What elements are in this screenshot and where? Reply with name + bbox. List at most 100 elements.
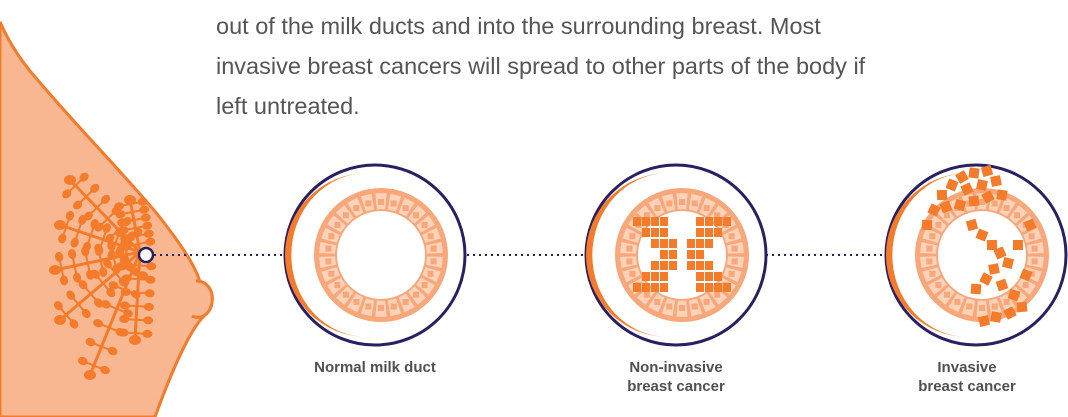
duct-tile-dot <box>325 245 332 252</box>
lobule <box>81 308 91 319</box>
duct-tile-dot <box>328 233 335 240</box>
duct-tile-dot <box>365 303 372 310</box>
cancer-cell <box>714 228 722 237</box>
lobule <box>139 205 150 214</box>
invasive-cell <box>945 178 959 192</box>
lobule <box>81 246 90 257</box>
duct-tile-dot <box>1031 258 1038 265</box>
lobule <box>114 202 124 211</box>
lobule <box>143 316 154 325</box>
duct-tile-dot <box>966 303 973 310</box>
duct-tile-dot <box>430 258 437 265</box>
cancer-cell <box>705 272 713 281</box>
duct-tile-dot <box>378 305 384 311</box>
duct-tile-dot <box>342 291 349 298</box>
duct-tile-dot <box>929 270 936 277</box>
duct-tile-dot <box>402 298 409 305</box>
lobule <box>143 302 154 311</box>
duct-tile-dot <box>328 270 335 277</box>
cancer-cell <box>660 272 668 281</box>
cancer-cell <box>705 239 713 248</box>
cancer-cell <box>714 272 722 281</box>
lobule <box>138 271 149 280</box>
caption-line: breast cancer <box>918 378 1016 395</box>
lobule <box>146 262 157 271</box>
lobule <box>107 240 116 251</box>
duct-tile-dot <box>1003 205 1010 212</box>
duct-tile-dot <box>365 200 372 207</box>
lobule <box>120 234 131 243</box>
lobule <box>99 267 108 278</box>
duct-tile-dot <box>413 291 420 298</box>
lobule <box>120 287 131 296</box>
lobule <box>115 248 125 258</box>
invasive-cell <box>990 175 1002 187</box>
duct-tile-dot <box>325 258 332 265</box>
lobule <box>118 226 129 235</box>
cancer-cell <box>687 261 695 270</box>
lobule <box>117 218 128 227</box>
lobule <box>106 287 116 298</box>
duct-tile-dot <box>991 200 998 207</box>
cancer-cell <box>651 272 659 281</box>
lobule <box>142 329 153 338</box>
duct-tile-dot <box>703 205 710 212</box>
duct-lumen <box>337 211 425 299</box>
duct-tile-dot <box>679 199 685 205</box>
invasive-cell <box>988 263 1000 275</box>
lobule <box>143 229 154 238</box>
duct-tile-dot <box>954 298 961 305</box>
lobule <box>119 315 130 324</box>
intro-line: out of the milk ducts and into the surro… <box>216 13 821 39</box>
duct-tile-dot <box>714 212 721 219</box>
duct-tile-dot <box>643 212 650 219</box>
duct-tile-dot <box>728 270 735 277</box>
lobule <box>55 251 64 262</box>
lobule <box>115 210 126 219</box>
lobule <box>94 298 103 308</box>
cancer-cell <box>642 228 650 237</box>
duct-lumen <box>938 211 1026 299</box>
lobule <box>145 275 156 284</box>
cancer-cell <box>642 217 650 226</box>
lobule <box>108 281 119 290</box>
lobule <box>66 290 76 300</box>
lobule <box>118 328 129 337</box>
lobule <box>49 265 61 275</box>
cancer-cell <box>660 261 668 270</box>
cancer-cell <box>669 250 677 259</box>
lobule <box>100 365 110 375</box>
intro-line: invasive breast cancers will spread to o… <box>216 53 866 79</box>
invasive-cell <box>993 246 1007 260</box>
lobule <box>69 319 79 329</box>
duct-tile-dot <box>666 303 673 310</box>
invasive-cell <box>927 203 941 217</box>
lobule <box>78 280 88 290</box>
duct-tile-dot <box>929 233 936 240</box>
invasive-cell <box>965 218 979 232</box>
lobule <box>53 301 63 311</box>
lobule <box>124 195 136 205</box>
lobule <box>94 243 103 254</box>
lobule <box>145 237 156 246</box>
duct-tile-dot <box>679 305 685 311</box>
cancer-cell <box>696 239 704 248</box>
duct-tile-dot <box>728 233 735 240</box>
duct-tile-dot <box>378 199 384 205</box>
cancer-cell <box>669 261 677 270</box>
non-invasive-duct-figure <box>584 163 768 347</box>
lobule <box>85 337 96 347</box>
cancer-cell <box>714 283 722 292</box>
duct-tile-dot <box>390 303 397 310</box>
lobule <box>64 175 76 185</box>
invasive-cell <box>968 167 980 179</box>
lobule <box>121 242 132 251</box>
lobule <box>121 274 132 283</box>
lobule <box>90 183 100 193</box>
invasive-cell <box>1003 306 1017 320</box>
lobule <box>93 319 103 328</box>
caption-normal-duct: Normal milk duct <box>265 358 485 377</box>
invasive-cell <box>970 283 982 295</box>
duct-tile-dot <box>991 303 998 310</box>
duct-tile-dot <box>1003 298 1010 305</box>
